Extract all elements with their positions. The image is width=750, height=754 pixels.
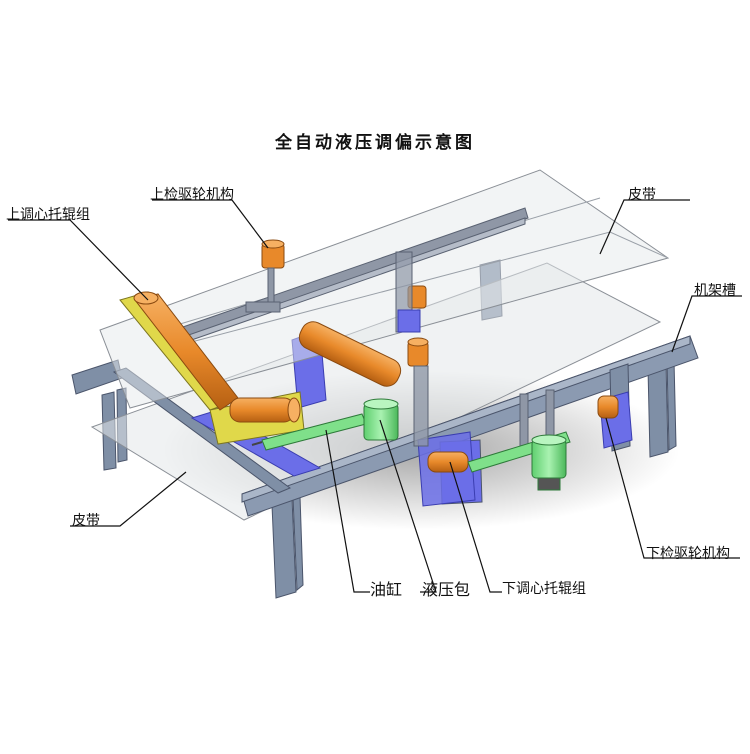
label-upper-roller-group: 上调心托辊组 <box>6 207 90 223</box>
leader-lines <box>8 199 742 593</box>
label-upper-detect-wheel: 上检驱轮机构 <box>150 187 234 203</box>
label-frame-channel: 机架槽 <box>694 283 736 299</box>
diagram-title: 全自动液压调偏示意图 <box>275 133 475 153</box>
label-oil-cylinder: 油缸 <box>370 580 403 599</box>
label-lower-roller-group: 下调心托辊组 <box>502 581 586 597</box>
upper-roller-group <box>119 291 402 445</box>
label-belt-top: 皮带 <box>628 187 656 203</box>
label-belt-bottom: 皮带 <box>72 513 100 529</box>
label-lower-detect-wheel: 下检驱轮机构 <box>646 546 730 562</box>
upper-detect-wheel-assembly <box>245 239 427 333</box>
lower-roller-group <box>427 395 619 473</box>
lower-detect-wheel-assembly <box>407 337 555 455</box>
label-hydraulic-pack: 液压包 <box>422 580 471 599</box>
